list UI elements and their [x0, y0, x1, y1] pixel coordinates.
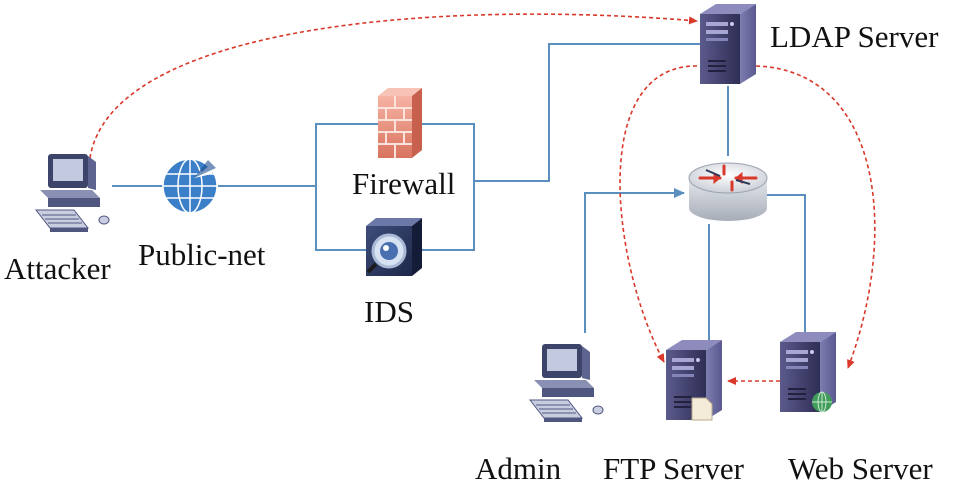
- document-icon: [691, 397, 713, 421]
- admin-label: Admin: [475, 451, 562, 486]
- web-globe-icon: [812, 391, 832, 413]
- attack-path-ldap-web: [755, 65, 876, 369]
- link-split-firewall: [315, 123, 475, 251]
- web-server-label: Web Server: [788, 451, 933, 486]
- ldap-server-label: LDAP Server: [770, 19, 939, 54]
- ftp-server-label: FTP Server: [603, 451, 744, 486]
- attack-paths: [89, 13, 876, 385]
- network-links: [112, 43, 806, 343]
- link-router-web: [766, 194, 806, 337]
- attacker-label: Attacker: [4, 251, 111, 286]
- firewall-label: Firewall: [352, 166, 456, 201]
- web-server-icon: [780, 332, 836, 413]
- ftp-server-icon: [666, 340, 722, 421]
- admin-workstation-icon: [529, 343, 604, 423]
- attacker-workstation-icon: [35, 153, 110, 233]
- public-net-label: Public-net: [138, 237, 266, 272]
- link-admin-router: [584, 188, 685, 333]
- link-firewall-ldap: [474, 43, 700, 182]
- attack-path-ldap-ftp: [619, 65, 698, 363]
- ldap-server-icon: [700, 4, 756, 84]
- globe-icon: [162, 158, 218, 214]
- router-icon: [688, 162, 768, 221]
- ids-label: IDS: [364, 294, 414, 329]
- ids-icon: [366, 218, 422, 276]
- firewall-icon: [378, 88, 422, 158]
